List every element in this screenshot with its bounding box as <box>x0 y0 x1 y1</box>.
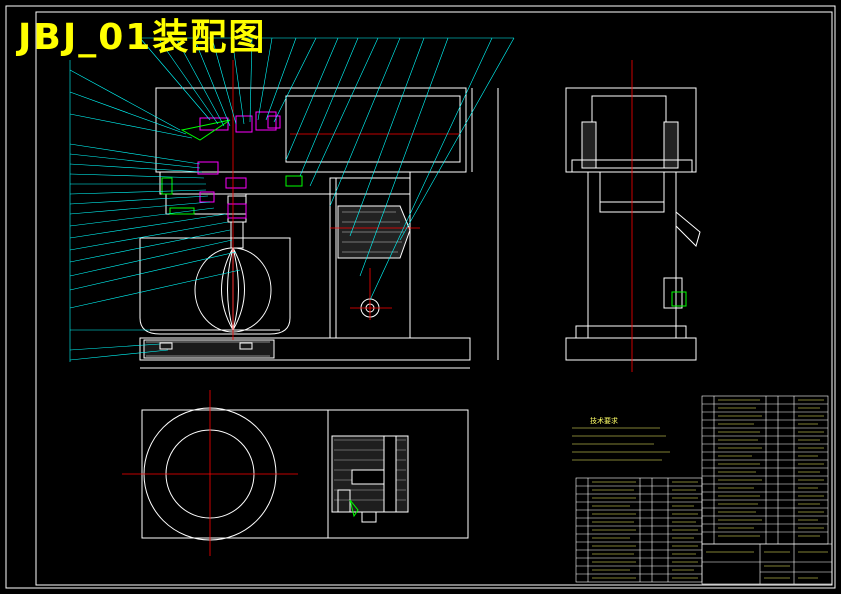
technical-requirements-title: 技术要求 <box>590 417 618 425</box>
parts-list-left <box>575 477 703 583</box>
title-block <box>701 543 833 585</box>
sheet-outer-frame <box>5 5 836 589</box>
front-view <box>139 87 499 369</box>
part-leaders-top <box>139 37 515 301</box>
parts-list-right <box>701 395 829 545</box>
top-view <box>141 407 469 541</box>
top-center-lines <box>122 390 298 556</box>
parts-list-entries <box>592 399 828 579</box>
drawing-title: JBJ_01装配图 <box>18 17 267 58</box>
part-leaders-left <box>69 60 241 362</box>
side-view <box>565 87 701 361</box>
front-center-lines <box>232 60 460 340</box>
sheet-inner-frame <box>35 11 833 586</box>
technical-notes-lines <box>572 427 670 461</box>
